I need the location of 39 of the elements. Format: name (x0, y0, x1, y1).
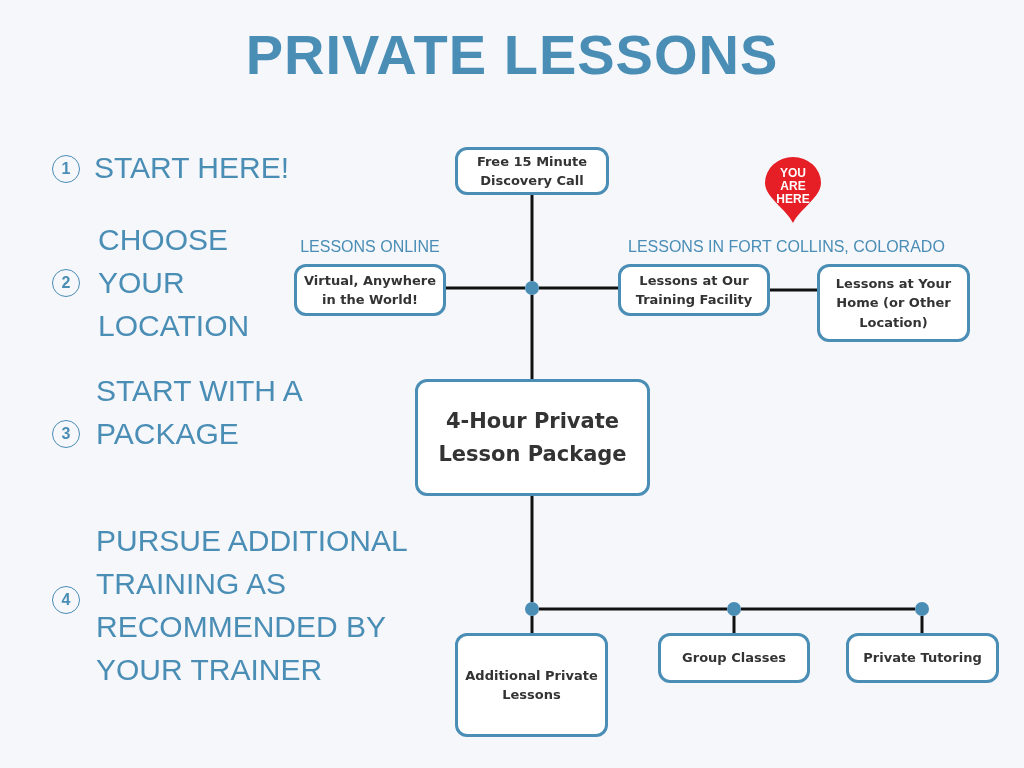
connector-line (770, 288, 817, 292)
box-text: Free 15 Minute Discovery Call (475, 152, 589, 190)
step-box (294, 264, 446, 316)
connector-line (741, 607, 915, 611)
step-box (658, 633, 810, 683)
junction-dot (727, 602, 741, 616)
step-box (455, 147, 609, 195)
step-text: CHOOSE YOUR LOCATION (98, 222, 251, 344)
step-text: START WITH A PACKAGE (96, 373, 303, 452)
step-box (618, 264, 770, 316)
title: PRIVATE LESSONS (244, 22, 780, 87)
box-text: Private Tutoring (863, 649, 982, 668)
step-text: START HERE! (94, 150, 291, 186)
connector-line (539, 286, 618, 290)
step-box (455, 633, 608, 737)
connector-line (530, 295, 534, 379)
box-text: 4-Hour Private Lesson Package (437, 407, 628, 468)
junction-dot (525, 281, 539, 295)
box-text: Lessons at Our Training Facility (634, 271, 754, 309)
group-heading: LESSONS IN FORT COLLINS, COLORADO (628, 238, 945, 256)
connector-line (530, 616, 534, 633)
connector-line (539, 607, 727, 611)
connector-line (732, 616, 736, 633)
box-text: Additional Private Lessons (464, 666, 599, 704)
step-text: PURSUE ADDITIONAL TRAINING AS RECOMMENDED BY YOUR TRAINER (96, 523, 408, 688)
pin-label: YOU ARE HERE (775, 167, 811, 206)
connector-line (920, 616, 924, 633)
package-box (415, 379, 650, 496)
box-text: Lessons at Your Home (or Other Location) (834, 274, 953, 332)
connector-line (446, 286, 525, 290)
step-box (817, 264, 970, 342)
connector-line (530, 195, 534, 281)
junction-dot (915, 602, 929, 616)
connector-line (530, 496, 534, 602)
group-heading: LESSONS ONLINE (299, 238, 441, 256)
box-text: Virtual, Anywhere in the World! (303, 271, 437, 309)
step-box (846, 633, 999, 683)
box-text: Group Classes (682, 649, 786, 668)
junction-dot (525, 602, 539, 616)
